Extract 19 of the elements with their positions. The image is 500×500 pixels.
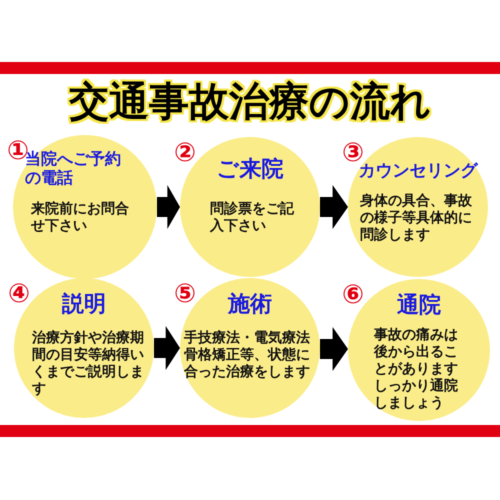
step-heading: ご来院	[216, 157, 284, 182]
step-number: ⑤	[174, 281, 196, 307]
step-number: ④	[8, 281, 30, 307]
step-description: 来院前にお問合せ下さい	[31, 201, 130, 235]
step-description: 治療方針や治療期間の目安等納得いくまでご説明します	[32, 330, 144, 398]
step-description: 問診票をご記入下さい	[210, 201, 295, 235]
step-heading: 通院	[397, 293, 441, 318]
step-heading: 施術	[228, 292, 272, 317]
step-description: 事故の痛みは後から出ることがありますしっかり通院しましょう	[374, 327, 459, 412]
step-description: 手技療法・電気療法骨格矯正等、状態に合った治療をします	[184, 330, 311, 381]
step-number: ⑥	[342, 282, 364, 308]
title: 交通事故治療の流れ	[68, 78, 432, 126]
block-arrow	[320, 185, 348, 229]
step-number: ②	[174, 140, 196, 166]
step-heading: 説明	[62, 292, 106, 317]
block-arrow	[320, 327, 348, 371]
block-arrow	[154, 326, 180, 370]
block-arrow	[157, 185, 180, 229]
step-description: 身体の具合、事故の様子等具体的に問診します	[360, 193, 473, 244]
